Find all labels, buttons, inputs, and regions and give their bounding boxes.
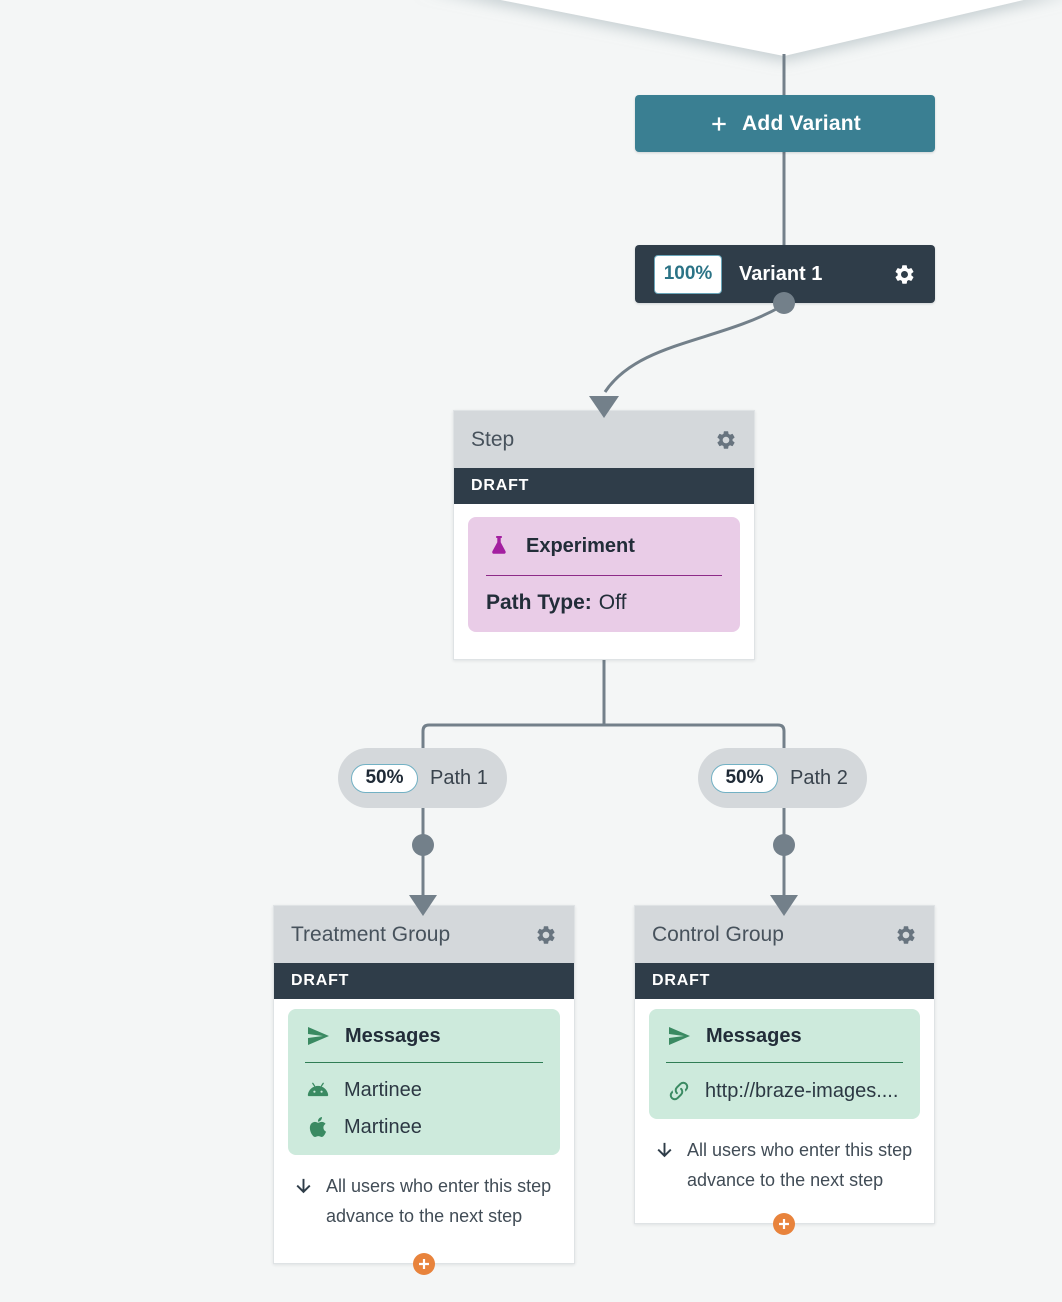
treatment-status-bar: DRAFT [274,963,574,999]
control-settings-button[interactable] [895,924,917,946]
footnote-text: All users who enter this step advance to… [326,1176,552,1226]
path-1-percent-badge[interactable]: 50% [351,763,418,793]
messages-label: Messages [706,1024,802,1047]
path-2-label: Path 2 [790,766,848,789]
down-arrow-icon [290,1175,316,1231]
gear-icon [717,430,735,449]
path-1-label: Path 1 [430,766,488,789]
gear-icon [537,925,555,944]
plus-circle-icon [779,1219,789,1229]
experiment-label: Experiment [526,534,635,557]
android-icon [305,1082,331,1099]
step-settings-button[interactable] [715,429,737,451]
status-label: DRAFT [291,972,350,989]
treatment-group-node[interactable]: Treatment Group DRAFT Messages [273,905,575,1264]
control-group-title: Control Group [652,922,784,946]
path-2-pill[interactable]: 50% Path 2 [698,748,867,808]
path-type-label: Path Type: [486,591,592,614]
channel-label: http://braze-images.... [705,1079,899,1102]
channel-row: http://braze-images.... [666,1079,903,1103]
path-1-pill[interactable]: 50% Path 1 [338,748,507,808]
variant-settings-button[interactable] [893,263,916,286]
gear-icon [897,925,915,944]
messages-label: Messages [345,1024,441,1047]
add-variant-button[interactable]: Add Variant [635,95,935,152]
paper-plane-icon [305,1024,331,1048]
variant-to-step-curve [603,305,781,393]
channel-label: Martinee [344,1079,422,1101]
connector-dot [773,834,795,856]
apple-icon [305,1115,331,1139]
paper-plane-icon [666,1024,692,1048]
path-type-value: Off [598,591,627,614]
treatment-settings-button[interactable] [535,924,557,946]
status-label: DRAFT [471,477,530,494]
step-status-bar: DRAFT [454,468,754,504]
experiment-divider [486,575,722,576]
path-2-percent-badge[interactable]: 50% [711,763,778,793]
control-messages-card[interactable]: Messages http://braze-images.... [649,1009,920,1119]
plus-icon [712,116,726,131]
treatment-group-header: Treatment Group [274,906,574,963]
channel-row: Martinee [305,1115,543,1139]
step-node[interactable]: Step DRAFT Experiment Path Type: Off [453,410,755,660]
variant-percent-badge[interactable]: 100% [654,254,722,294]
control-group-header: Control Group [635,906,934,963]
path-type-row: Path Type: Off [486,591,722,615]
step-header: Step [454,411,754,468]
down-arrow-icon [651,1139,677,1195]
treatment-add-step-button[interactable] [413,1253,435,1275]
control-add-step-button[interactable] [773,1213,795,1235]
control-footnote: All users who enter this step advance to… [649,1135,920,1195]
variant-node[interactable]: 100% Variant 1 [635,245,935,303]
connector-dot [412,834,434,856]
messages-divider [666,1062,903,1063]
treatment-messages-card[interactable]: Messages Martinee [288,1009,560,1155]
add-variant-label: Add Variant [742,111,861,135]
plus-circle-icon [419,1259,429,1269]
messages-divider [305,1062,543,1063]
treatment-footnote: All users who enter this step advance to… [288,1171,560,1231]
gear-icon [895,264,914,284]
footnote-text: All users who enter this step advance to… [687,1140,913,1190]
channel-label: Martinee [344,1115,422,1138]
status-label: DRAFT [652,972,711,989]
link-icon [666,1079,692,1103]
top-chevron-shape [500,0,1024,56]
variant-name: Variant 1 [739,262,823,285]
control-status-bar: DRAFT [635,963,934,999]
step-title: Step [471,427,515,451]
treatment-group-title: Treatment Group [291,922,451,946]
flask-icon [486,534,512,558]
control-group-node[interactable]: Control Group DRAFT Messages [634,905,935,1224]
experiment-card[interactable]: Experiment Path Type: Off [468,517,740,632]
channel-row: Martinee [305,1079,543,1102]
